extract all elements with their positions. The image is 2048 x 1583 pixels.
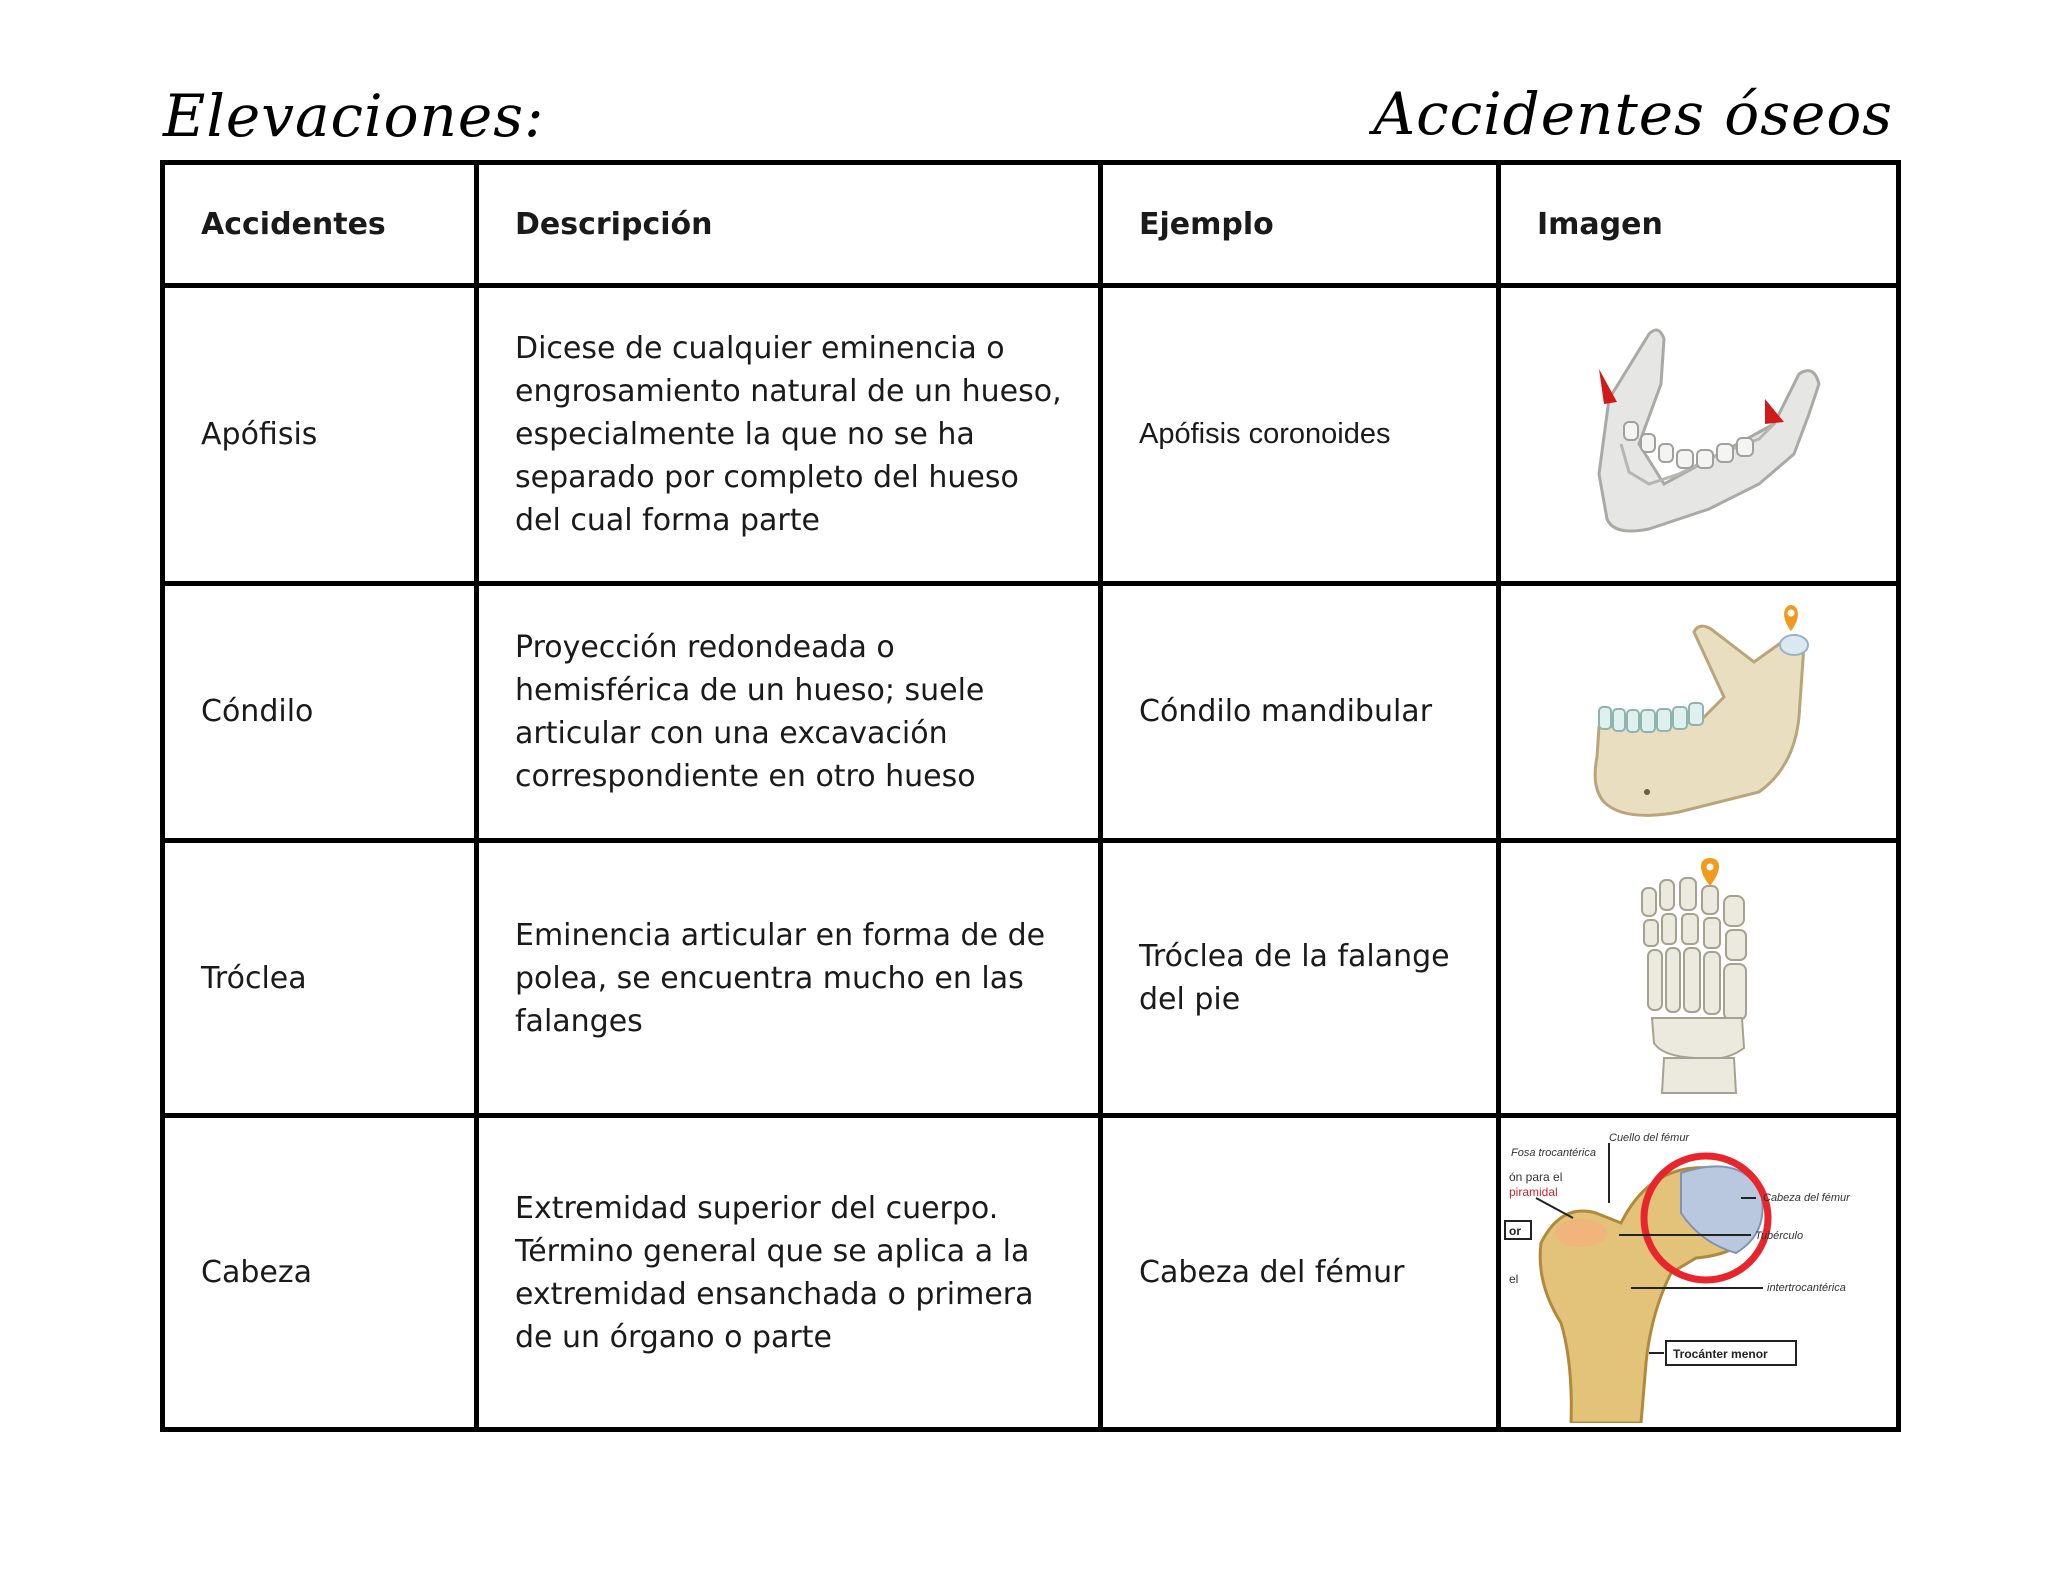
descripcion-cell: Proyección redondeada o hemisférica de u… (474, 580, 1103, 844)
mandible-condyle-illustration (1593, 604, 1809, 817)
femur-head-illustration: Fosa trocantérica Cuello del fémur ón pa… (1504, 1132, 1851, 1423)
column-header-ejemplo: Ejemplo (1098, 159, 1501, 289)
ejemplo-cell: Apófisis coronoides (1098, 283, 1501, 586)
section-title: Accidentes óseos (1373, 80, 1893, 148)
bone-features-table: Accidentes Descripción Ejemplo Imagen Ap… (160, 159, 1901, 1432)
label-trocanter: Trocánter menor (1673, 1347, 1768, 1361)
imagen-cell: Fosa trocantérica Cuello del fémur ón pa… (1496, 1113, 1901, 1432)
foot-skeleton-illustration (1640, 858, 1747, 1095)
label-piramidal: piramidal (1509, 1185, 1558, 1199)
accidente-cell: Apófisis (160, 283, 479, 586)
ejemplo-cell: Cabeza del fémur (1098, 1113, 1501, 1432)
column-header-accidentes: Accidentes (160, 159, 479, 289)
table-header-row: Accidentes Descripción Ejemplo Imagen (160, 159, 1901, 289)
table-row: Cóndilo Proyección redondeada o hemisfér… (160, 580, 1901, 844)
page-title: Elevaciones: (163, 82, 545, 150)
descripcion-cell: Dicese de cualquier eminencia o engrosam… (474, 283, 1103, 586)
descripcion-cell: Extremidad superior del cuerpo. Término … (474, 1113, 1103, 1432)
column-header-imagen: Imagen (1496, 159, 1901, 289)
label-tuberculo: Tubérculo (1755, 1230, 1803, 1242)
imagen-cell (1496, 838, 1901, 1119)
table-row: Tróclea Eminencia articular en forma de … (160, 838, 1901, 1119)
descripcion-cell: Eminencia articular en forma de de polea… (474, 838, 1103, 1119)
mandible-coronoid-illustration (1596, 328, 1821, 533)
label-para: ón para el (1509, 1170, 1562, 1184)
table-row: Cabeza Extremidad superior del cuerpo. T… (160, 1113, 1901, 1432)
accidente-cell: Cóndilo (160, 580, 479, 844)
table-row: Apófisis Dicese de cualquier eminencia o… (160, 283, 1901, 586)
ejemplo-cell: Cóndilo mandibular (1098, 580, 1501, 844)
label-intertrocanterica: intertrocantérica (1767, 1282, 1846, 1294)
accidente-cell: Tróclea (160, 838, 479, 1119)
label-cabeza: Cabeza del fémur (1763, 1192, 1851, 1204)
column-header-descripcion: Descripción (474, 159, 1103, 289)
label-cuello: Cuello del fémur (1609, 1132, 1690, 1144)
label-or: or (1509, 1224, 1521, 1238)
label-el: el (1509, 1272, 1518, 1286)
imagen-cell (1496, 283, 1901, 586)
imagen-cell (1496, 580, 1901, 844)
accidente-cell: Cabeza (160, 1113, 479, 1432)
label-fosa: Fosa trocantérica (1511, 1147, 1596, 1159)
ejemplo-cell: Tróclea de la falange del pie (1098, 838, 1501, 1119)
